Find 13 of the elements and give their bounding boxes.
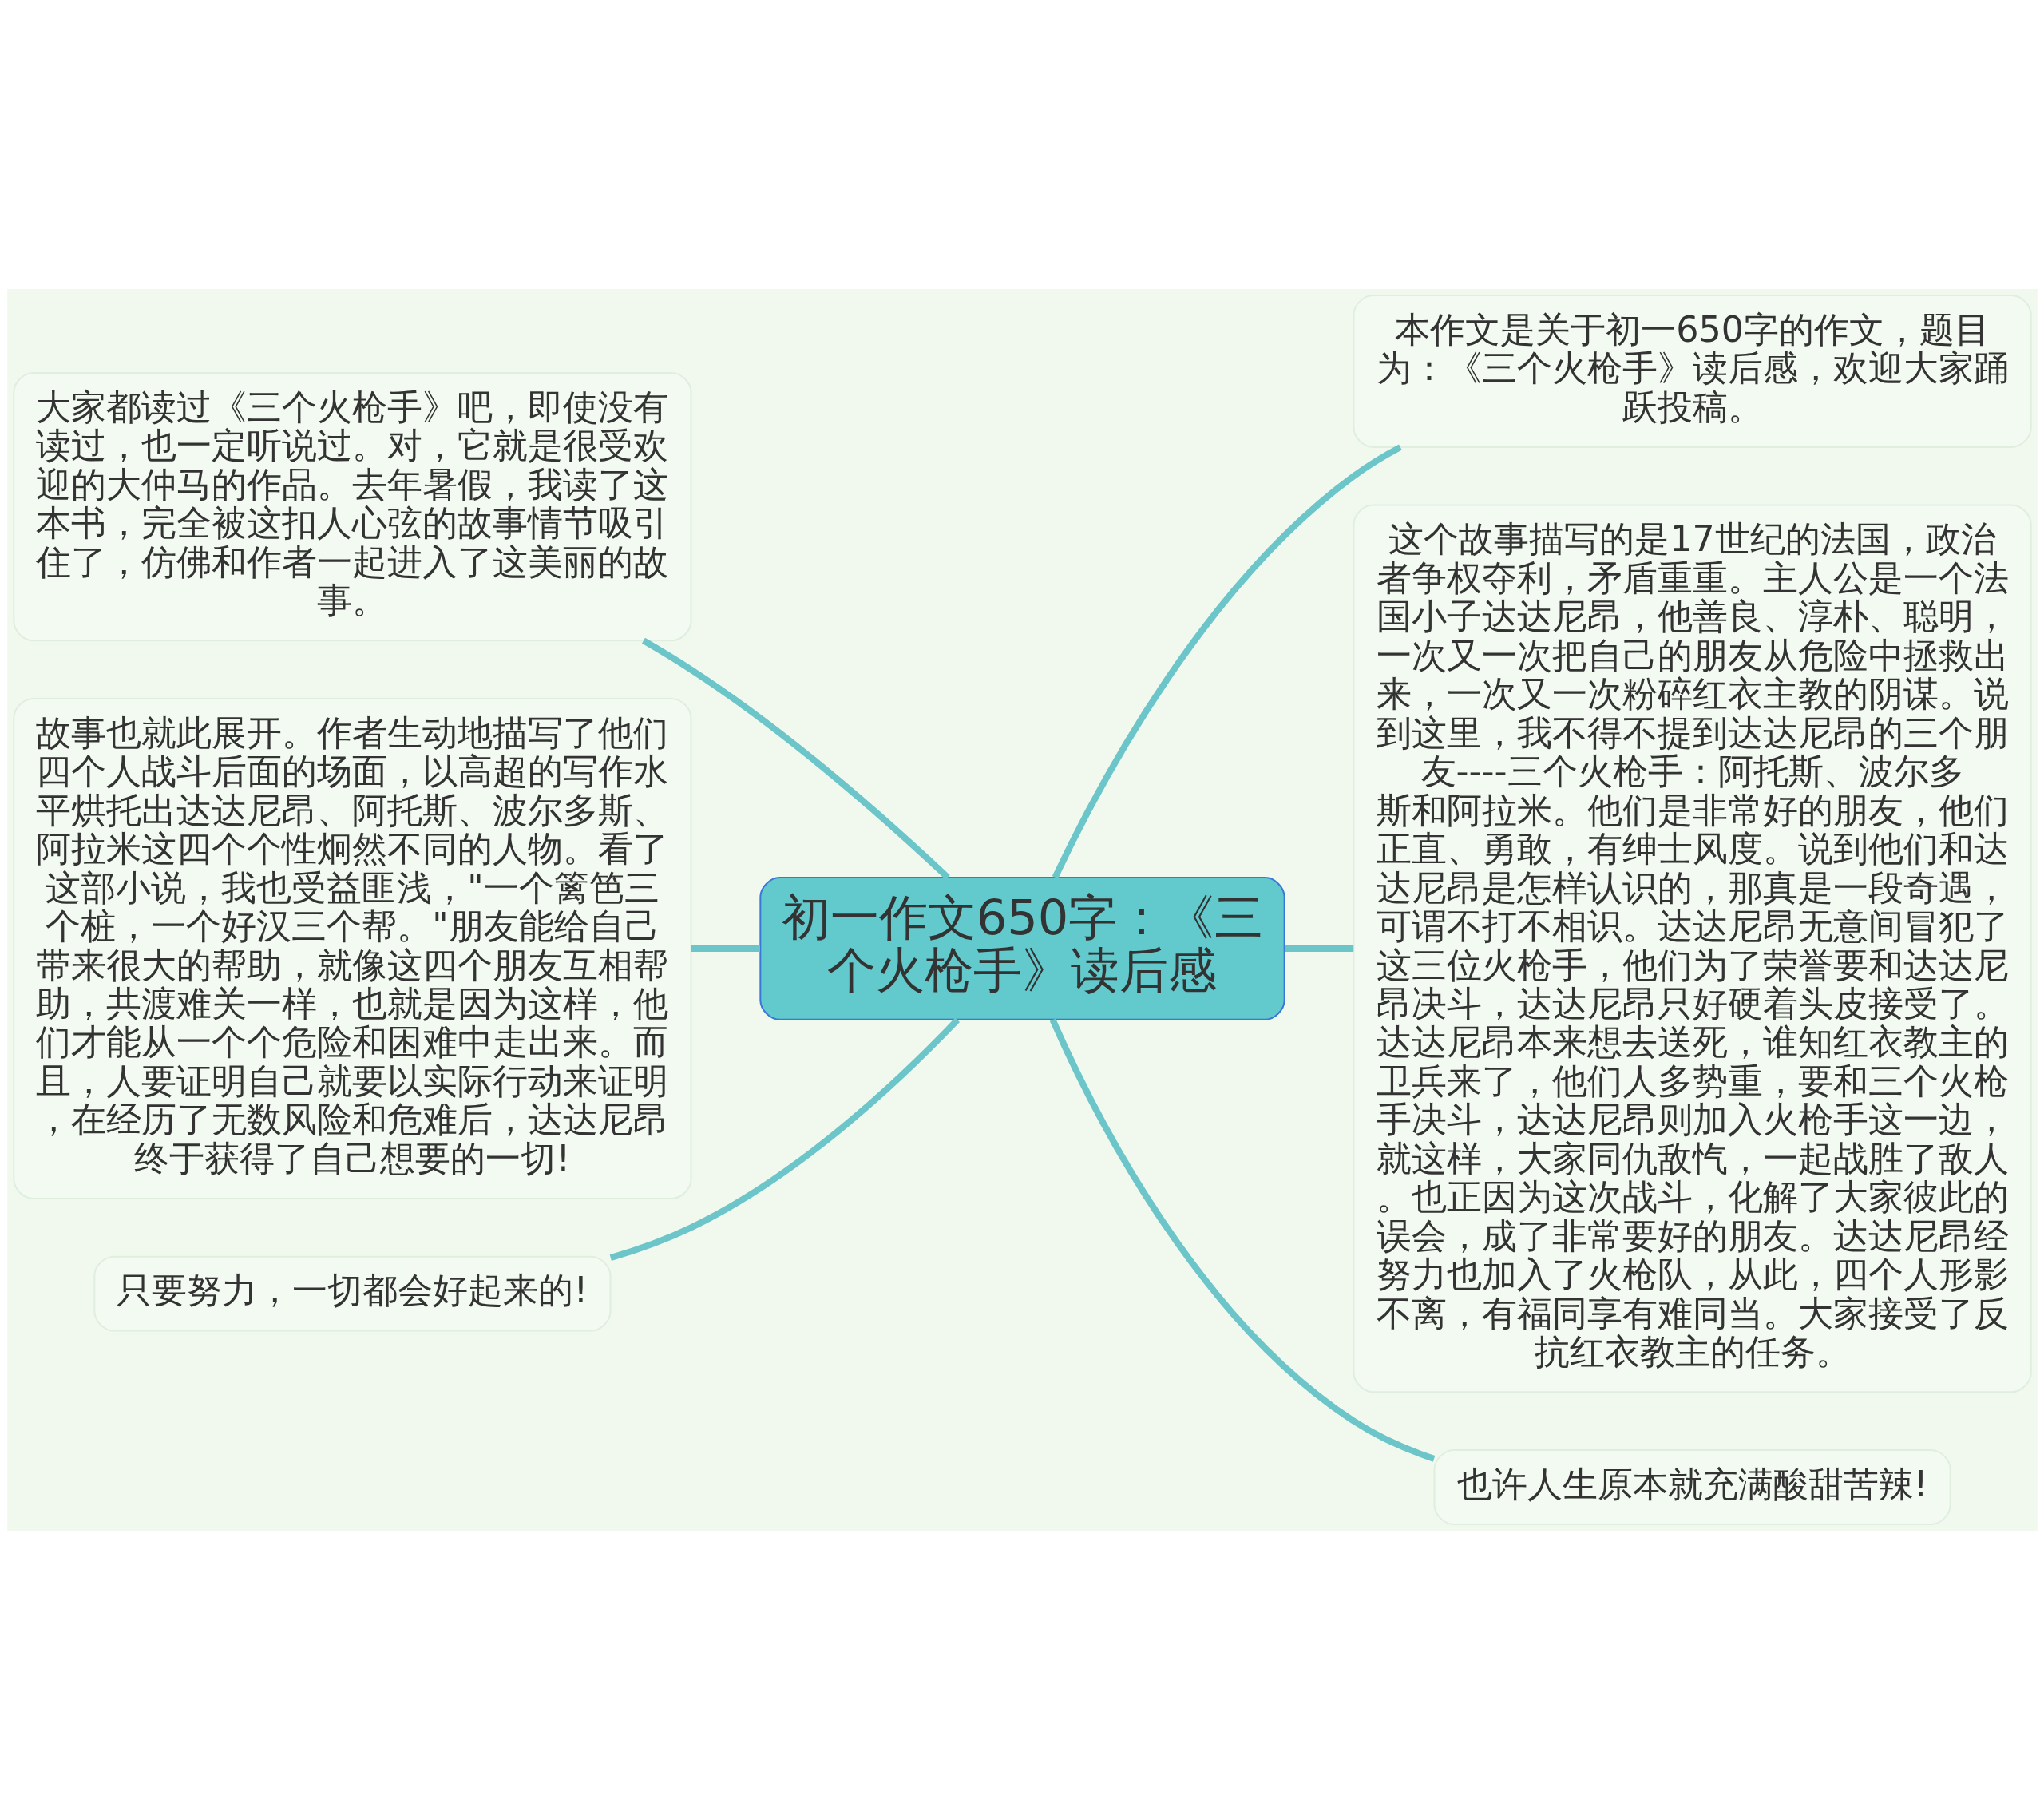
connector — [1284, 945, 1353, 952]
node-box: 本作文是关于初一650字的作文，题目为：《三个火枪手》读后感，欢迎大家踊跃投稿。 — [1353, 294, 2032, 448]
connector — [609, 1016, 960, 1261]
node-box: 这个故事描写的是17世纪的法国，政治者争权夺利，矛盾重重。主人公是一个法国小子达达尼昂，他善良、淳朴、聪明，一次又一次把自己的朋友从危险中拯救出来，一次又一次粉碎红衣主教的阴谋。说到这里，我不得不提到达达尼昂的三个朋友----三个火枪手：阿托斯、波尔多斯和阿拉米。他们是非常好的朋友，他们正直、勇敢，有绅士风度。说到他们和达达尼昂是怎样认识的，那真是一段奇遇，可谓不打不相识。达达尼昂无意间冒犯了这三位火枪手，他们为了荣誉要和达达尼昂决斗，达达尼昂只好硬着头皮接受了。达达尼昂本来想去送死，谁知红衣教主的卫兵来了，他们人多势重，要和三个火枪手决斗，达达尼昂则加入火枪手这一边，就这样，大家同仇敌忾，一起战胜了敌人。也正因为这次战斗，化解了大家彼此的误会，成了非常要好的朋友。达达尼昂经努力也加入了火枪队，从此，四个人形影不离，有福同享有难同当。大家接受了反抗红衣教主的任务。 — [1353, 504, 2032, 1393]
connector — [1052, 444, 1402, 879]
node-box: 初一作文650字：《三个火枪手》读后感 — [759, 876, 1285, 1020]
connector — [641, 637, 950, 880]
node-box: 只要努力，一切都会好起来的! — [93, 1255, 612, 1332]
node-box: 故事也就此展开。作者生动地描写了他们四个人战斗后面的场面，以高超的写作水平烘托出达达尼昂、阿托斯、波尔多斯、阿拉米这四个个性炯然不同的人物。看了这部小说，我也受益匪浅，"一个篱笆三个桩，一个好汉三个帮。"朋友能给自己带来很大的帮助，就像这四个朋友互相帮助，共渡难关一样，也就是因为这样，他们才能从一个个危险和困难中走出来。而且，人要证明自己就要以实际行动来证明，在经历了无数风险和危难后，达达尼昂终于获得了自己想要的一切! — [12, 697, 691, 1199]
connector — [691, 945, 760, 952]
connector — [1049, 1017, 1435, 1462]
node-box: 也许人生原本就充满酸甜苦辣! — [1432, 1448, 1951, 1525]
node-box: 大家都读过《三个火枪手》吧，即使没有读过，也一定听说过。对，它就是很受欢迎的大仲马的作品。去年暑假，我读了这本书，完全被这扣人心弦的故事情节吸引住了，仿佛和作者一起进入了这美丽的故事。 — [12, 371, 691, 641]
